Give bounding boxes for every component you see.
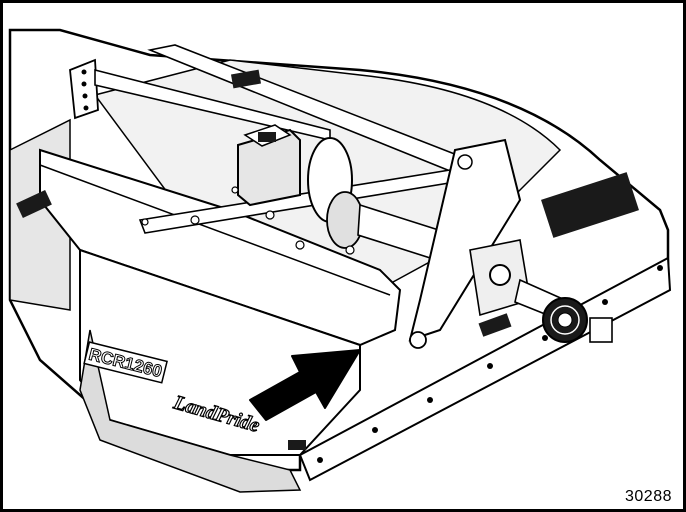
rail-bolts bbox=[317, 265, 663, 463]
safety-decal-lower bbox=[478, 313, 512, 337]
safety-decal-skid bbox=[288, 440, 306, 450]
lower-pin bbox=[409, 331, 427, 349]
callout-arrow bbox=[249, 349, 361, 421]
gearbox bbox=[237, 128, 301, 207]
hitch-pin bbox=[489, 264, 511, 286]
hitch-upright bbox=[408, 138, 522, 342]
warning-decal-panel bbox=[541, 172, 639, 238]
driveline-collar bbox=[326, 191, 364, 249]
rear-left-bracket bbox=[69, 58, 99, 120]
pto-u-joint bbox=[542, 297, 588, 343]
hitch-pin-top bbox=[457, 154, 473, 170]
safety-decal-top bbox=[230, 69, 262, 89]
bottom-skid bbox=[79, 329, 302, 493]
safety-decal-gearbox bbox=[258, 132, 276, 142]
safety-decal-left bbox=[16, 189, 52, 219]
deck-bolts bbox=[141, 186, 355, 255]
front-rail-edge bbox=[39, 164, 391, 296]
figure-number: 30288 bbox=[625, 488, 672, 505]
pto-yoke bbox=[589, 317, 613, 343]
bracket-holes bbox=[81, 69, 89, 111]
